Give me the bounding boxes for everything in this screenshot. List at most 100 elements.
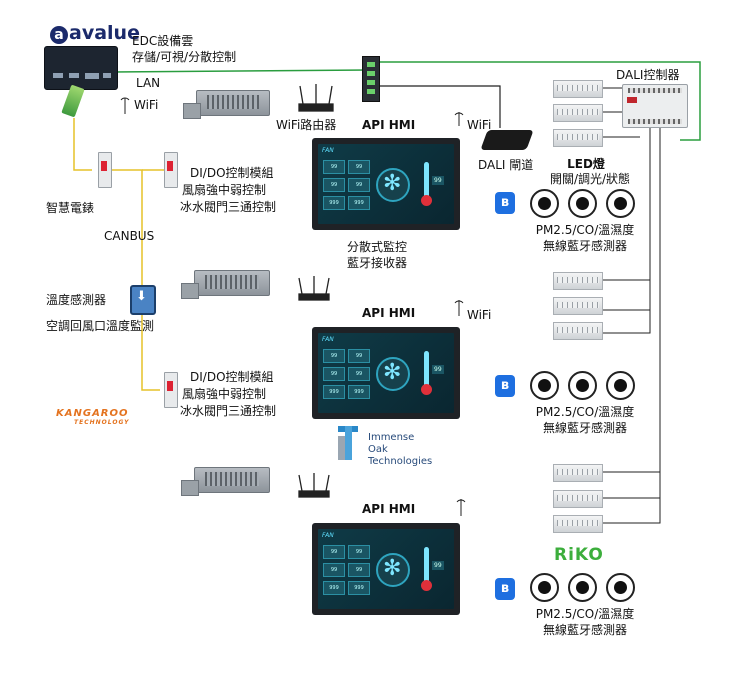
hmi-2-title: FAN: [322, 336, 334, 343]
immense-oak-line: Immense Oak Technologies: [368, 432, 433, 467]
api-hmi-panel-2: FAN 99 99 99 99 999 999 99: [312, 327, 460, 419]
bluetooth-icon-3: ʙ: [495, 578, 515, 600]
lan-label: LAN: [136, 76, 161, 90]
wifi-antenna-edc-icon: [120, 97, 130, 114]
edc-label-line2: 存儲/可視/分散控制: [132, 50, 237, 64]
dali-gateway-device: [480, 130, 534, 150]
hmi-3-tile-d: 99: [348, 563, 370, 577]
wireless-sensor-1c: [606, 189, 635, 218]
edc-computer: [44, 46, 118, 90]
immense-oak-text: Immense Oak Technologies: [368, 432, 432, 468]
wireless-sensor-2a: [530, 371, 559, 400]
distributed-label-line1: 分散式監控: [346, 240, 407, 254]
hmi-1-tile-f: 999: [348, 196, 370, 210]
hmi-2-temp-value: 99: [432, 365, 444, 374]
hmi-2-tile-e: 999: [323, 385, 345, 399]
immense-oak-mark-icon: [338, 426, 358, 460]
wifi-edc-label: WiFi: [134, 98, 159, 112]
wireless-sensor-3c: [606, 573, 635, 602]
wifi-router-2-icon: [298, 276, 330, 301]
led-light-1c: [553, 129, 603, 147]
hmi-2-tile-d: 99: [348, 367, 370, 381]
led-light-3a: [553, 464, 603, 482]
canbus-line-bus: [112, 169, 160, 391]
hmi-2-thermometer-icon: [421, 351, 432, 395]
dido-module-1: [164, 152, 178, 188]
kangaroo-logo: KANGAROO TECHNOLOGY: [56, 408, 129, 426]
pm-label-2-line1: PM2.5/CO/溫濕度: [535, 405, 635, 419]
led-light-3c: [553, 515, 603, 533]
dali-line-led-group-2b: [603, 310, 651, 334]
dali-controller-label: DALI控制器: [616, 68, 680, 82]
led-light-3b: [553, 490, 603, 508]
hmi-1-tile-a: 99: [323, 160, 345, 174]
dido-2-label-line1: DI/DO控制模組: [190, 370, 274, 384]
wireless-sensor-1b: [568, 189, 597, 218]
api-hmi-panel-3: FAN 99 99 99 99 999 999 99: [312, 523, 460, 615]
pm-label-1-line2: 無線藍牙感測器: [542, 239, 627, 253]
avalue-logo-text: avalue: [69, 22, 140, 44]
led-light-1a: [553, 80, 603, 98]
hmi-1-thermometer-icon: [421, 162, 432, 206]
wireless-sensor-2c: [606, 371, 635, 400]
wifi-hmi-1-label: WiFi: [467, 118, 492, 132]
smart-meter-device: [98, 152, 112, 188]
temperature-sensor-device: [130, 285, 156, 315]
hmi-1-temp-value: 99: [432, 176, 444, 185]
canbus-line-main: [73, 118, 92, 171]
antenna-hmi-2-icon: [454, 300, 464, 316]
hmi-3-tile-f: 999: [348, 581, 370, 595]
network-switch: [362, 56, 380, 102]
pm-label-3-line2: 無線藍牙感測器: [542, 623, 627, 637]
antenna-hmi-3-icon: [456, 499, 466, 516]
api-hmi-1-label: API HMI: [362, 118, 416, 132]
kangaroo-logo-sub: TECHNOLOGY: [74, 419, 130, 426]
wireless-sensor-3b: [568, 573, 597, 602]
hmi-3-title: FAN: [322, 532, 334, 539]
hmi-2-tile-a: 99: [323, 349, 345, 363]
api-hmi-3-label: API HMI: [362, 502, 416, 516]
hmi-2-tile-f: 999: [348, 385, 370, 399]
dali-gateway-label: DALI 閘道: [478, 158, 534, 172]
temp-sensor-label: 溫度感測器: [46, 293, 107, 307]
wifi-router-icon: [298, 84, 334, 112]
lan-line-switch-gateway: [377, 85, 501, 128]
hmi-1-tile-c: 99: [323, 178, 345, 192]
bluetooth-icon-2: ʙ: [495, 375, 515, 397]
canbus-label: CANBUS: [104, 229, 155, 243]
pm-label-1-line1: PM2.5/CO/溫濕度: [535, 223, 635, 237]
wireless-sensor-1a: [530, 189, 559, 218]
bluetooth-icon-1: ʙ: [495, 192, 515, 214]
lan-line-switch-controller: [377, 61, 701, 141]
fan-coil-unit-2: [181, 270, 270, 299]
hmi-1-tile-b: 99: [348, 160, 370, 174]
hmi-3-tile-c: 99: [323, 563, 345, 577]
hmi-3-fan-icon: [376, 553, 410, 587]
dali-line-trunk-2: [603, 122, 661, 524]
hmi-2-fan-icon: [376, 357, 410, 391]
api-hmi-panel-1: FAN 99 99 99 99 999 999 99: [312, 138, 460, 230]
hmi-1-title: FAN: [322, 147, 334, 154]
dali-controller-device: [622, 84, 688, 128]
led-label-line2: 開關/調光/狀態: [549, 172, 631, 186]
hmi-3-tile-b: 99: [348, 545, 370, 559]
hmi-3-tile-e: 999: [323, 581, 345, 595]
fan-coil-unit-3: [181, 467, 270, 496]
pm-label-2-line2: 無線藍牙感測器: [542, 421, 627, 435]
led-light-2b: [553, 297, 603, 315]
wifi-router-label: WiFi路由器: [276, 118, 337, 132]
hmi-3-tile-a: 99: [323, 545, 345, 559]
smart-meter-label: 智慧電錶: [46, 201, 95, 215]
hmi-1-tile-d: 99: [348, 178, 370, 192]
hmi-2-tile-b: 99: [348, 349, 370, 363]
led-light-2c: [553, 322, 603, 340]
lan-line-edc-switch: [111, 69, 370, 73]
led-light-1b: [553, 104, 603, 122]
hmi-1-fan-icon: [376, 168, 410, 202]
hmi-3-thermometer-icon: [421, 547, 432, 591]
kangaroo-logo-text: KANGAROO: [56, 408, 129, 419]
wireless-sensor-2b: [568, 371, 597, 400]
fan-coil-unit-1: [183, 90, 270, 119]
dido-1-label-line1: DI/DO控制模組: [190, 166, 274, 180]
